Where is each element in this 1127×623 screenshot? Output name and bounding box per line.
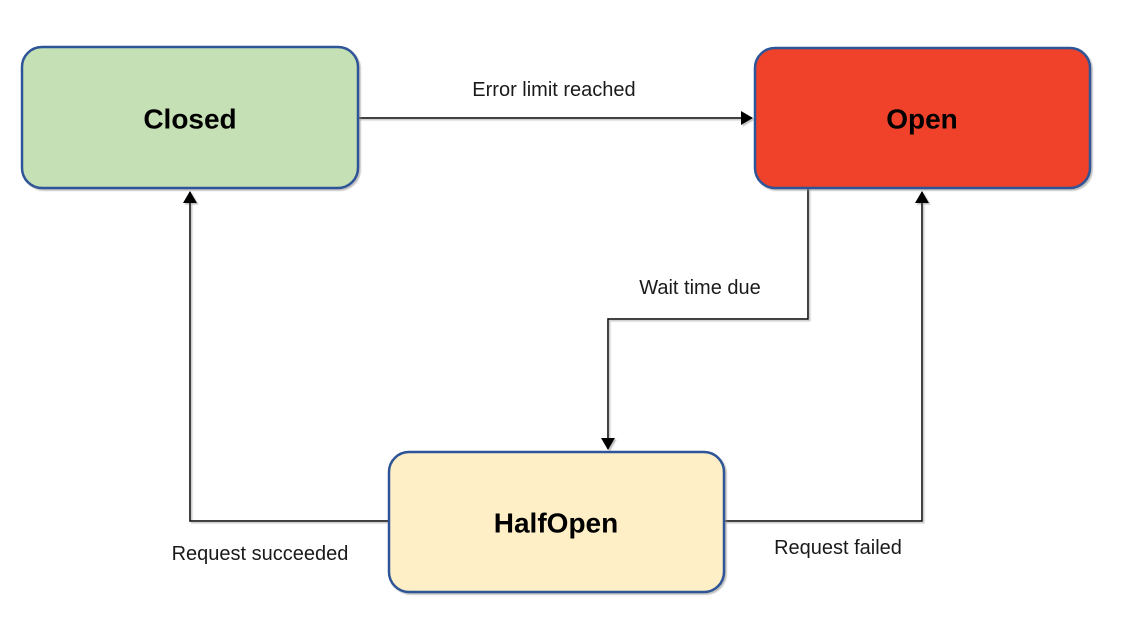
transition-halfopen-to-closed-label: Request succeeded	[172, 543, 349, 565]
transition-halfopen-to-open-label: Request failed	[774, 537, 902, 559]
state-open-label: Open	[886, 104, 958, 135]
state-halfopen-label: HalfOpen	[494, 508, 618, 539]
transition-closed-to-open-label: Error limit reached	[472, 79, 635, 101]
transition-open-to-halfopen-arrow	[601, 188, 809, 450]
transition-halfopen-to-open-arrow	[724, 191, 929, 522]
state-closed-label: Closed	[143, 104, 236, 135]
state-halfopen	[387, 450, 726, 594]
transition-open-to-halfopen-label: Wait time due	[639, 277, 761, 299]
state-closed	[20, 45, 360, 190]
state-open	[753, 46, 1092, 190]
transition-halfopen-to-closed-arrow	[183, 191, 389, 522]
